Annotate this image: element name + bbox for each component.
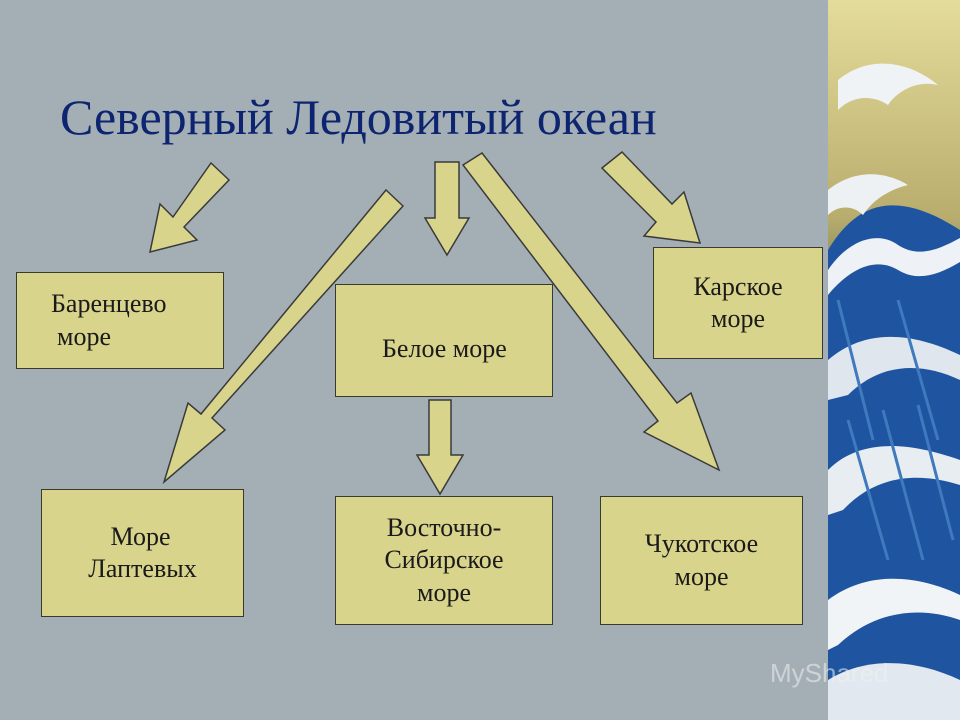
node-east-siberian-sea: Восточно- Сибирское море <box>335 496 553 625</box>
node-chukchi-sea: Чукотское море <box>600 496 803 625</box>
node-kara-line-1: Карское <box>693 271 783 301</box>
node-barents-line-1: Баренцево <box>51 289 167 318</box>
node-kara-line-2: море <box>711 304 765 333</box>
arrow-to-white <box>423 161 471 257</box>
diagram-title: Северный Ледовитый океан <box>60 89 657 145</box>
node-east-siberian-line-3: море <box>417 577 471 607</box>
arrow-to-barents <box>149 161 231 254</box>
node-barents-line-2: море <box>57 321 111 351</box>
node-barents-sea: Баренцево море <box>16 272 224 369</box>
node-east-siberian-line-1: Восточно- <box>386 512 502 542</box>
node-laptev-sea: Море Лаптевых <box>41 489 244 617</box>
node-kara-sea: Карское море <box>653 247 823 359</box>
arrow-to-east-siberian <box>415 399 465 496</box>
node-white-sea: Белое море <box>335 284 553 397</box>
arrow-to-kara <box>600 150 702 244</box>
node-laptev-line-1: Море <box>110 521 171 551</box>
watermark-text: MyShared <box>770 658 889 688</box>
node-laptev-line-2: Лаптевых <box>88 554 197 583</box>
node-chukchi-line-2: море <box>674 561 729 591</box>
node-chukchi-line-1: Чукотское <box>644 529 759 558</box>
node-east-siberian-line-2: Сибирское <box>384 545 504 575</box>
arrow-to-laptev <box>162 188 405 485</box>
arrow-to-chukchi <box>461 152 721 472</box>
node-white-line-1: Белое море <box>382 334 507 364</box>
watermark-logo: MyShared <box>770 658 889 689</box>
wave-decoration <box>828 0 960 720</box>
